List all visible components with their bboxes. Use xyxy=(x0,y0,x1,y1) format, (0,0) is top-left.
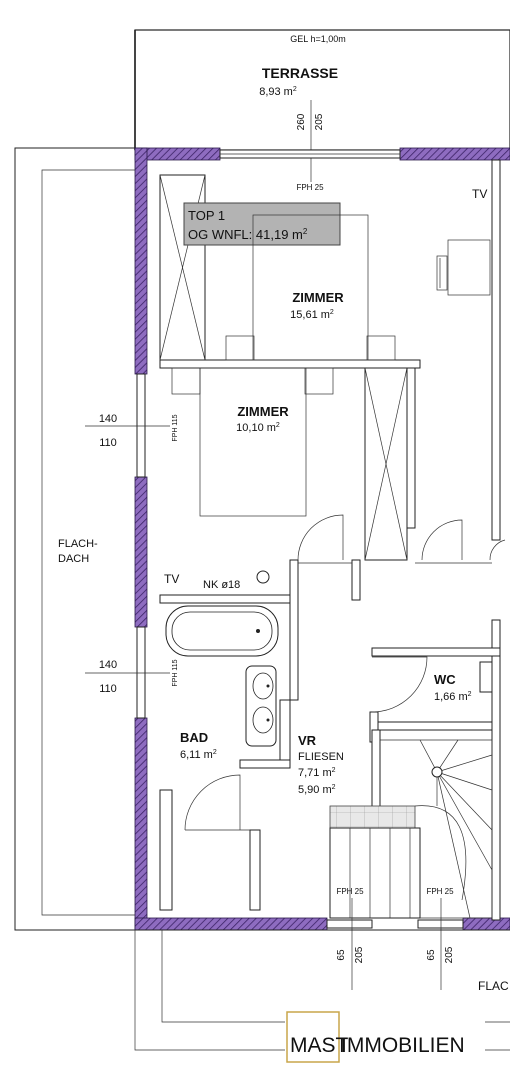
unit-area: OG WNFL: 41,19 m2 xyxy=(188,227,308,242)
flat-roof-line2: DACH xyxy=(58,553,89,565)
hall-area-1: 7,71 m2 xyxy=(298,767,336,779)
window-left-1-label: FPH 115 xyxy=(172,414,179,441)
tv-mid-label: TV xyxy=(164,572,179,586)
railing-height-label: GEL h=1,00m xyxy=(290,34,345,44)
window-bottom-2-dim-b: 205 xyxy=(444,946,455,963)
hall-name: VR xyxy=(298,733,317,748)
window-top-label: FPH 25 xyxy=(296,183,324,192)
unit-box: TOP 1 OG WNFL: 41,19 m2 xyxy=(183,202,341,246)
room-upper-name: ZIMMER xyxy=(292,290,344,305)
window-bottom-2: FPH 25 65 205 xyxy=(426,887,455,990)
window-bottom-2-dim-a: 65 xyxy=(426,949,437,961)
bath-area: 6,11 m2 xyxy=(180,749,217,761)
wc-area: 1,66 m2 xyxy=(434,691,472,703)
window-left-1: 140 110 FPH 115 xyxy=(85,413,179,449)
window-bottom-2-label: FPH 25 xyxy=(426,887,454,896)
room-upper-area: 15,61 m2 xyxy=(290,309,334,321)
hall-finish: FLIESEN xyxy=(298,751,344,763)
window-left-1-dim-b: 110 xyxy=(99,437,117,449)
window-left-1-dim-a: 140 xyxy=(99,413,117,425)
terrace-area: 8,93 m2 xyxy=(259,86,297,98)
window-bottom-1-label: FPH 25 xyxy=(336,887,364,896)
window-bottom-1: FPH 25 65 205 xyxy=(336,887,365,990)
staircase xyxy=(329,739,493,919)
room-mid: ZIMMER 10,10 m2 TV NK ø18 xyxy=(164,367,506,591)
logo-part1: MAST xyxy=(290,1034,349,1057)
bathroom: BAD 6,11 m2 xyxy=(165,605,279,831)
hall-area-2: 5,90 m2 xyxy=(298,784,336,796)
terrace-name: TERRASSE xyxy=(262,65,338,81)
terrace-dim-a: 260 xyxy=(296,113,307,130)
room-mid-name: ZIMMER xyxy=(237,404,289,419)
logo-part2: IMMOBILIEN xyxy=(341,1034,465,1057)
terrace-dim-b: 205 xyxy=(314,113,325,130)
unit-id: TOP 1 xyxy=(188,208,225,223)
window-left-2-dim-b: 110 xyxy=(99,683,117,695)
wc: WC 1,66 m2 xyxy=(371,656,493,713)
tv-top-label: TV xyxy=(472,187,487,201)
hall: VR FLIESEN 7,71 m2 5,90 m2 xyxy=(298,733,344,796)
logo: MAST IMMOBILIEN xyxy=(286,1011,465,1063)
window-left-2: 140 110 FPH 115 xyxy=(85,659,179,695)
window-bottom-1-dim-b: 205 xyxy=(354,946,365,963)
nk-label: NK ø18 xyxy=(203,579,240,591)
terrace: GEL h=1,00m TERRASSE 8,93 m2 260 205 xyxy=(134,29,510,182)
flat-roof-left: FLACH- DACH xyxy=(14,147,135,931)
room-mid-area: 10,10 m2 xyxy=(236,422,280,434)
outer-walls xyxy=(134,147,510,931)
window-left-2-dim-a: 140 xyxy=(99,659,117,671)
window-bottom-1-dim-a: 65 xyxy=(336,949,347,961)
window-left-2-label: FPH 115 xyxy=(172,659,179,686)
wc-name: WC xyxy=(434,672,456,687)
room-upper: ZIMMER 15,61 m2 xyxy=(225,214,491,361)
flat-roof-line1: FLACH- xyxy=(58,538,98,550)
flat-roof-right-label: FLAC xyxy=(478,979,509,993)
bath-name: BAD xyxy=(180,730,208,745)
lower-outline: FLAC xyxy=(134,929,510,1051)
